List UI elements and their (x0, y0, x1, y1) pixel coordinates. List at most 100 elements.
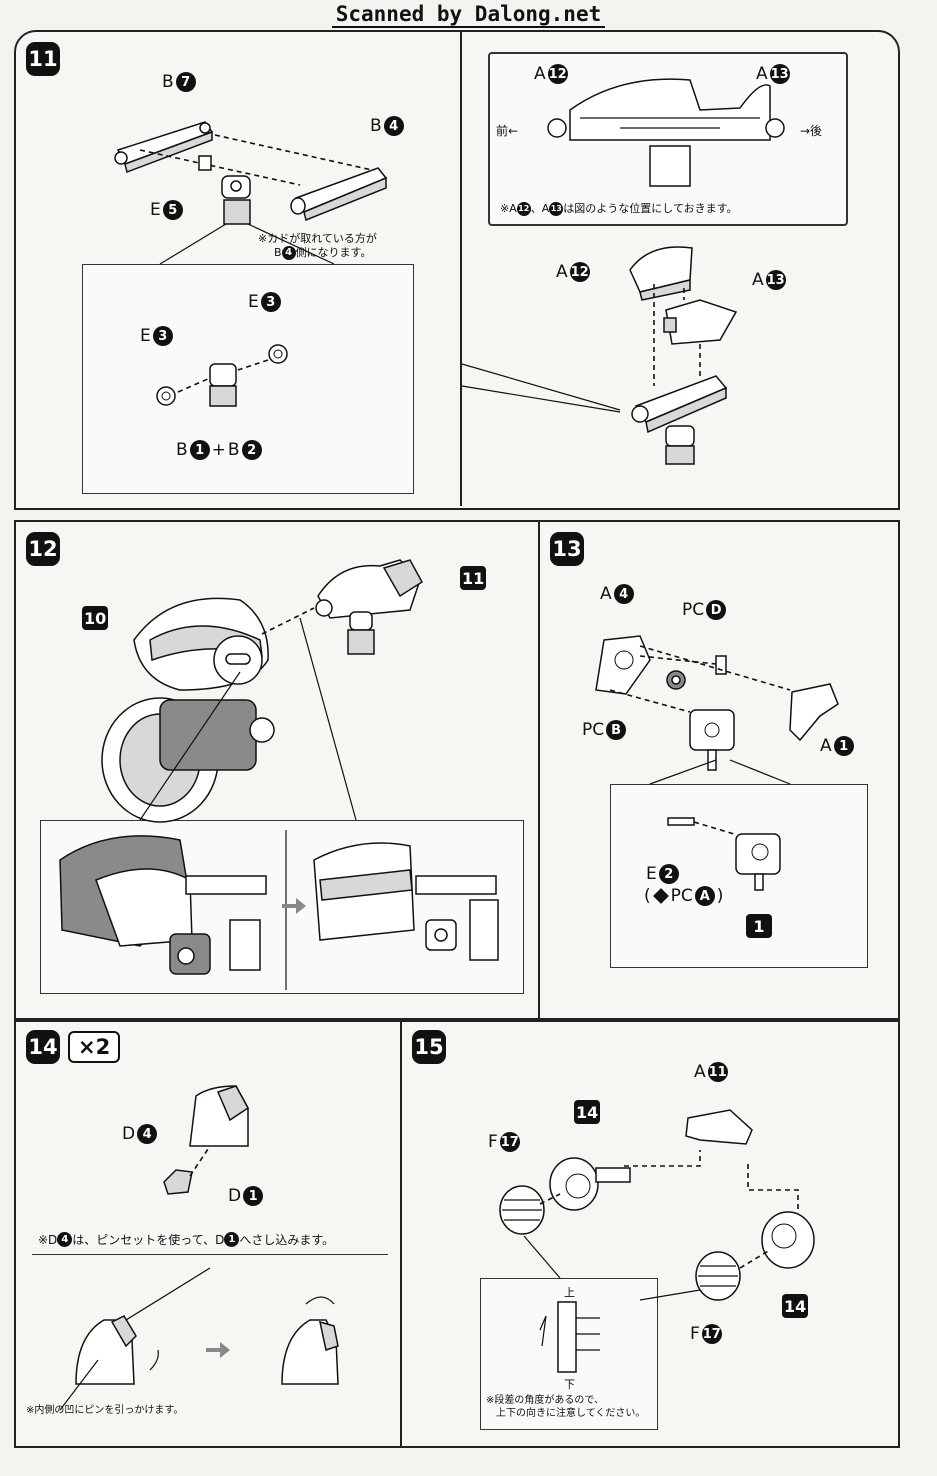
label-a12-top-num: 12 (547, 64, 568, 84)
label-pcd-num: D (706, 600, 727, 620)
angle-note-line1: ※段差の角度があるので、 (486, 1395, 604, 1406)
corner-note-line2-suffix: 側になります。 (295, 246, 372, 259)
light-housing-left (549, 1157, 631, 1211)
label-a13-bottom-num: 13 (765, 270, 786, 290)
front-label: 前← (496, 124, 519, 138)
ref-14-top-badge: 14 (574, 1100, 601, 1124)
label-d1-letter: D (228, 1186, 242, 1206)
step14-after (281, 1296, 339, 1385)
corner-note-line1: ※カドが取れている方が (258, 232, 377, 245)
label-f17-right-letter: F (690, 1324, 700, 1344)
position-note-mid: 、A (530, 202, 550, 215)
step-11-badge: 11 (26, 42, 60, 76)
scan-credit-header: Scanned by Dalong.net (0, 2, 937, 28)
label-a12-bottom-num: 12 (569, 262, 590, 282)
lens-side-detail (539, 1301, 600, 1373)
lens-f17-right (695, 1251, 741, 1301)
label-a13-top-letter: A (756, 64, 768, 84)
part-a4-frame (595, 635, 651, 695)
detail-joint-parts (156, 344, 288, 407)
label-a13-top-num: 13 (769, 64, 790, 84)
ref-14-right: 14 (782, 1294, 809, 1318)
ref-10-badge: 10 (82, 606, 109, 630)
arrow-right-icon (282, 898, 306, 914)
up-label: 上 (564, 1286, 575, 1299)
label-f17-right-num: 17 (701, 1324, 722, 1344)
step15-callout-lines (523, 1235, 701, 1301)
detail-callout-lines (159, 223, 335, 265)
corner-note-line2-prefix: B (274, 246, 282, 259)
tweezers-note-mid: は、ピンセットを使って、D (72, 1232, 225, 1247)
ref-10: 10 (82, 606, 109, 630)
part-d4-pin (163, 1169, 193, 1195)
step12-callout-lines (139, 617, 357, 821)
label-b4-letter: B (370, 116, 382, 136)
part-a1 (789, 683, 839, 742)
step-12-badge: 12 (26, 532, 60, 566)
tweezers-note-n1: 4 (57, 1232, 73, 1247)
part-joint-block (689, 709, 735, 771)
label-b4-num: 4 (383, 116, 404, 136)
ref-11-badge: 11 (460, 566, 487, 590)
label-b1-letter: B (176, 440, 188, 460)
step11-callout-lines (461, 363, 621, 413)
pin-note: ※内側の凹にピンを引っかけます。 (26, 1405, 184, 1416)
cowl-guides (653, 284, 701, 386)
part-cowl-base (631, 375, 728, 465)
label-plus: + (211, 440, 226, 460)
label-e2-letter: E (646, 864, 657, 884)
part-pc-d (715, 655, 727, 675)
label-d4-num: 4 (137, 1124, 158, 1144)
label-pca-open: ( (644, 886, 651, 906)
assembly-11-cowl (315, 559, 423, 655)
ref-1: 1 (746, 914, 772, 938)
angle-note: ※段差の角度があるので、 上下の向きに注意してください。 (486, 1394, 645, 1420)
label-pca-letter: PC (670, 886, 693, 906)
label-e2-num: 2 (658, 864, 679, 884)
position-note-n1: 12 (516, 202, 531, 216)
label-a13-bottom-letter: A (752, 270, 764, 290)
step14-guide (189, 1145, 211, 1177)
step-11-divider (460, 32, 462, 506)
label-pcb-num: B (606, 720, 627, 740)
label-f17-left-letter: F (488, 1132, 498, 1152)
label-e5-letter: E (150, 200, 161, 220)
step15-guides (539, 1150, 799, 1269)
rear-label: →後 (800, 124, 823, 138)
ref-11: 11 (460, 566, 487, 590)
step13-guides (609, 645, 791, 713)
label-pcd-letter: PC (682, 600, 705, 620)
step13-detail-parts (667, 817, 781, 891)
label-e3-left-num: 3 (152, 326, 173, 346)
tweezers-note-prefix: ※D (38, 1232, 58, 1247)
arrow-right-icon (206, 1342, 230, 1358)
label-b2-num: 2 (241, 440, 262, 460)
label-e3-right-num: 3 (260, 292, 281, 312)
label-pca-num: A (694, 886, 715, 906)
step-13-badge: 13 (550, 532, 584, 566)
label-a11-letter: A (694, 1062, 706, 1082)
part-joint-assembly (221, 175, 251, 225)
label-b2-letter: B (227, 440, 240, 460)
label-e3-right-letter: E (248, 292, 259, 312)
label-e5-num: 5 (162, 200, 183, 220)
position-note-suffix: は図のような位置にしておきます。 (563, 202, 738, 215)
ref-1-badge: 1 (746, 914, 772, 938)
